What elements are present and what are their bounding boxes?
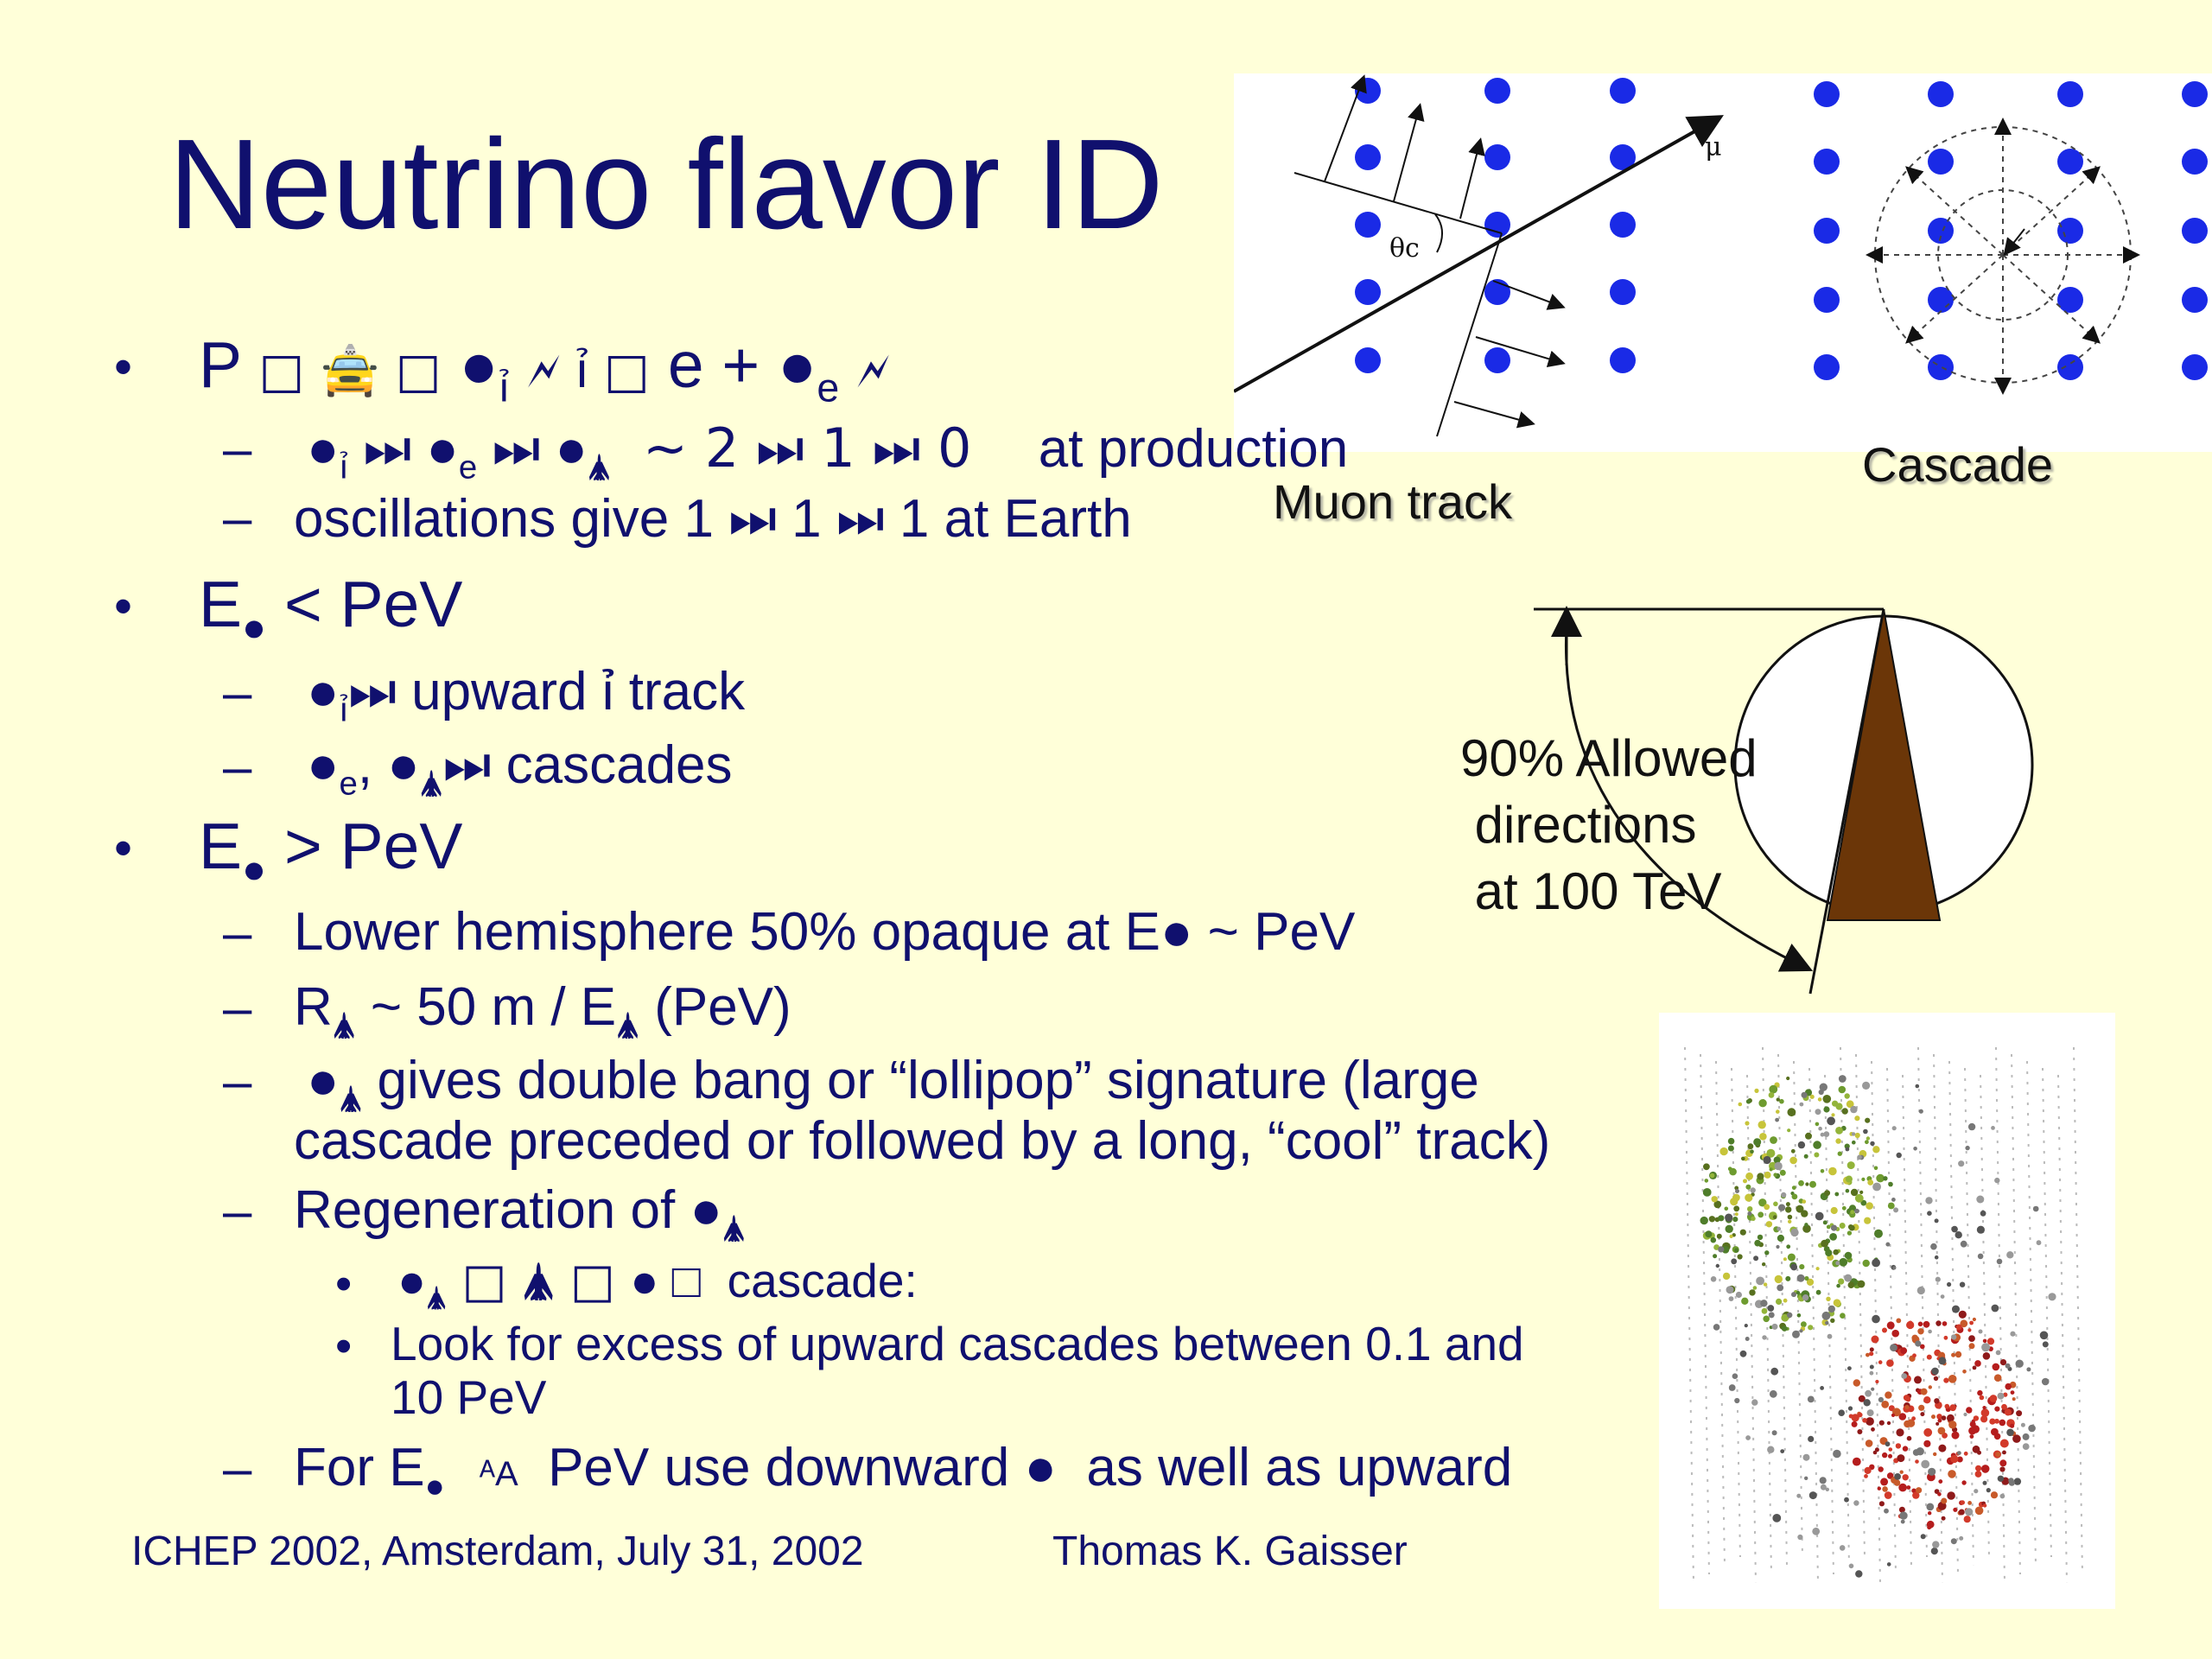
dash-3: – bbox=[223, 664, 252, 721]
dash-6: – bbox=[223, 979, 252, 1037]
dash-8: – bbox=[223, 1182, 252, 1240]
footer-conference: ICHEP 2002, Amsterdam, July 31, 2002 bbox=[131, 1529, 864, 1574]
downward-line: For E●ᴬA PeV use downward ● as well as u… bbox=[294, 1438, 1513, 1505]
oscillations-line: oscillations give 1 ⏭ 1 ⏭ 1 at Earth bbox=[294, 489, 1132, 549]
ratio-production-line: ●ỉ ⏭ ●e ⏭ ●🛦 ~ 2 ⏭ 1 ⏭ 0 at production bbox=[307, 416, 1349, 487]
theta-label: θc bbox=[1389, 233, 1420, 264]
bullet-3: • bbox=[114, 819, 133, 877]
allowed-directions-diagram bbox=[1534, 606, 2034, 995]
dash-7: – bbox=[223, 1052, 252, 1110]
event-display bbox=[1659, 1013, 2115, 1609]
cascades-line: ●e, ●🛦⏭ cascades bbox=[307, 735, 733, 804]
bullet-1: • bbox=[114, 338, 133, 396]
production-line: P □ 🚖 □ ●ỉ 🗲 ỉ □ e + ●e 🗲 bbox=[199, 328, 890, 411]
detector-figure: μ θc bbox=[1233, 73, 2212, 452]
bullet-2: • bbox=[114, 577, 133, 635]
dash-1: – bbox=[223, 420, 252, 478]
allowed-directions-text: 90% Allowed directions at 100 TeV bbox=[1460, 726, 1758, 925]
double-bang-continuation: cascade preceded or followed by a long, … bbox=[294, 1111, 1551, 1171]
upward-track-line: ●ỉ⏭ upward ỉ track bbox=[307, 662, 746, 730]
dash-2: – bbox=[223, 489, 252, 547]
mu-label: μ bbox=[1705, 132, 1722, 162]
subbullet-2: • bbox=[335, 1319, 353, 1372]
regeneration-chain-line: ●🛦 □ 🛦 □ ● □ cascade: bbox=[397, 1253, 918, 1315]
allowed-line-2: directions bbox=[1460, 795, 1697, 854]
range-line: R🛦 ~ 50 m / E🛦 (PeV) bbox=[294, 977, 791, 1046]
energy-below-pev: E● < PeV bbox=[199, 568, 463, 650]
regeneration-line: Regeneration of ●🛦 bbox=[294, 1180, 746, 1249]
slide-title: Neutrino flavor ID bbox=[168, 113, 1164, 256]
dash-5: – bbox=[223, 904, 252, 962]
neutrino-symbol: ● bbox=[778, 328, 817, 401]
event-display-graphic bbox=[1684, 1046, 2083, 1584]
look-for-line-1: Look for excess of upward cascades betwe… bbox=[391, 1317, 1524, 1370]
dash-4: – bbox=[223, 738, 252, 796]
dash-9: – bbox=[223, 1440, 252, 1497]
cascade-caption: Cascade bbox=[1862, 437, 2054, 492]
subbullet-1: • bbox=[335, 1256, 353, 1310]
footer-author: Thomas K. Gaisser bbox=[1052, 1529, 1408, 1574]
allowed-line-3: at 100 TeV bbox=[1460, 861, 1722, 920]
muon-track-caption: Muon track bbox=[1273, 474, 1512, 529]
neutrino-symbol: ● bbox=[459, 328, 499, 401]
allowed-line-1: 90% Allowed bbox=[1460, 729, 1758, 787]
double-bang-line: ●🛦 gives double bang or “lollipop” signa… bbox=[307, 1051, 1479, 1119]
energy-above-pev: E● > PeV bbox=[199, 810, 463, 892]
look-for-line-2: 10 PeV bbox=[391, 1370, 547, 1424]
lower-hemisphere-line: Lower hemisphere 50% opaque at E● ~ PeV bbox=[294, 902, 1356, 962]
detector-diagram: μ θc bbox=[1233, 74, 2208, 437]
